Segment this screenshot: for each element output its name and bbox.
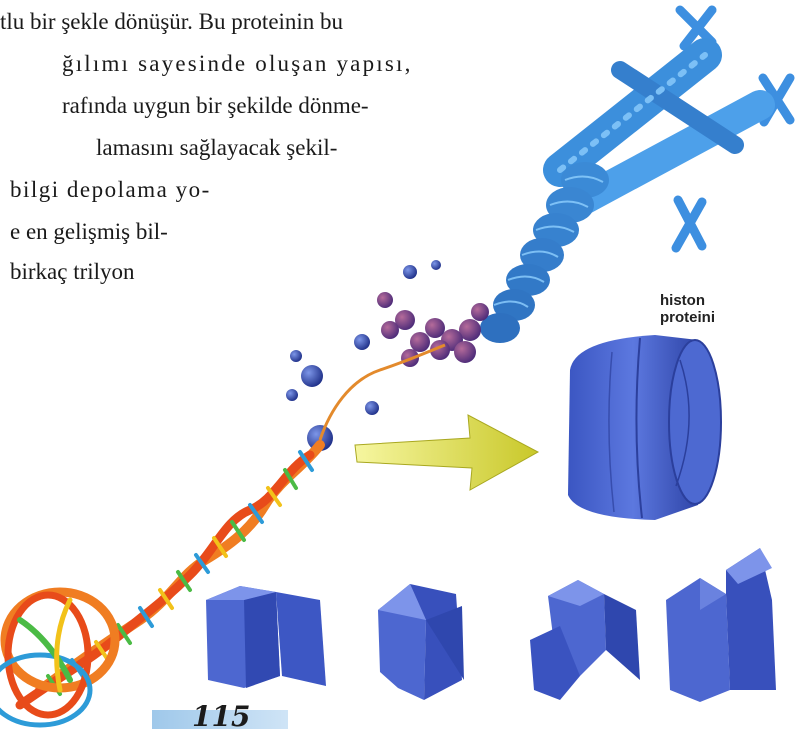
histone-subunit — [530, 580, 640, 700]
histone-subunit — [666, 548, 776, 702]
histone-label: histon proteini — [660, 292, 715, 326]
coiled-chromatin-fiber — [480, 162, 609, 343]
histone-subunit — [206, 586, 326, 688]
histone-subunit — [378, 584, 464, 700]
chromosome-icon — [676, 200, 702, 248]
histone-label-line2: proteini — [660, 309, 715, 326]
histone-label-line1: histon — [660, 292, 715, 309]
dna-strand — [320, 345, 445, 440]
dna-double-helix-icon — [0, 445, 320, 725]
page-number: 115 — [192, 700, 250, 733]
arrow-icon — [355, 415, 538, 490]
histone-cylinder — [568, 335, 721, 520]
nucleosome-cluster — [377, 292, 489, 367]
